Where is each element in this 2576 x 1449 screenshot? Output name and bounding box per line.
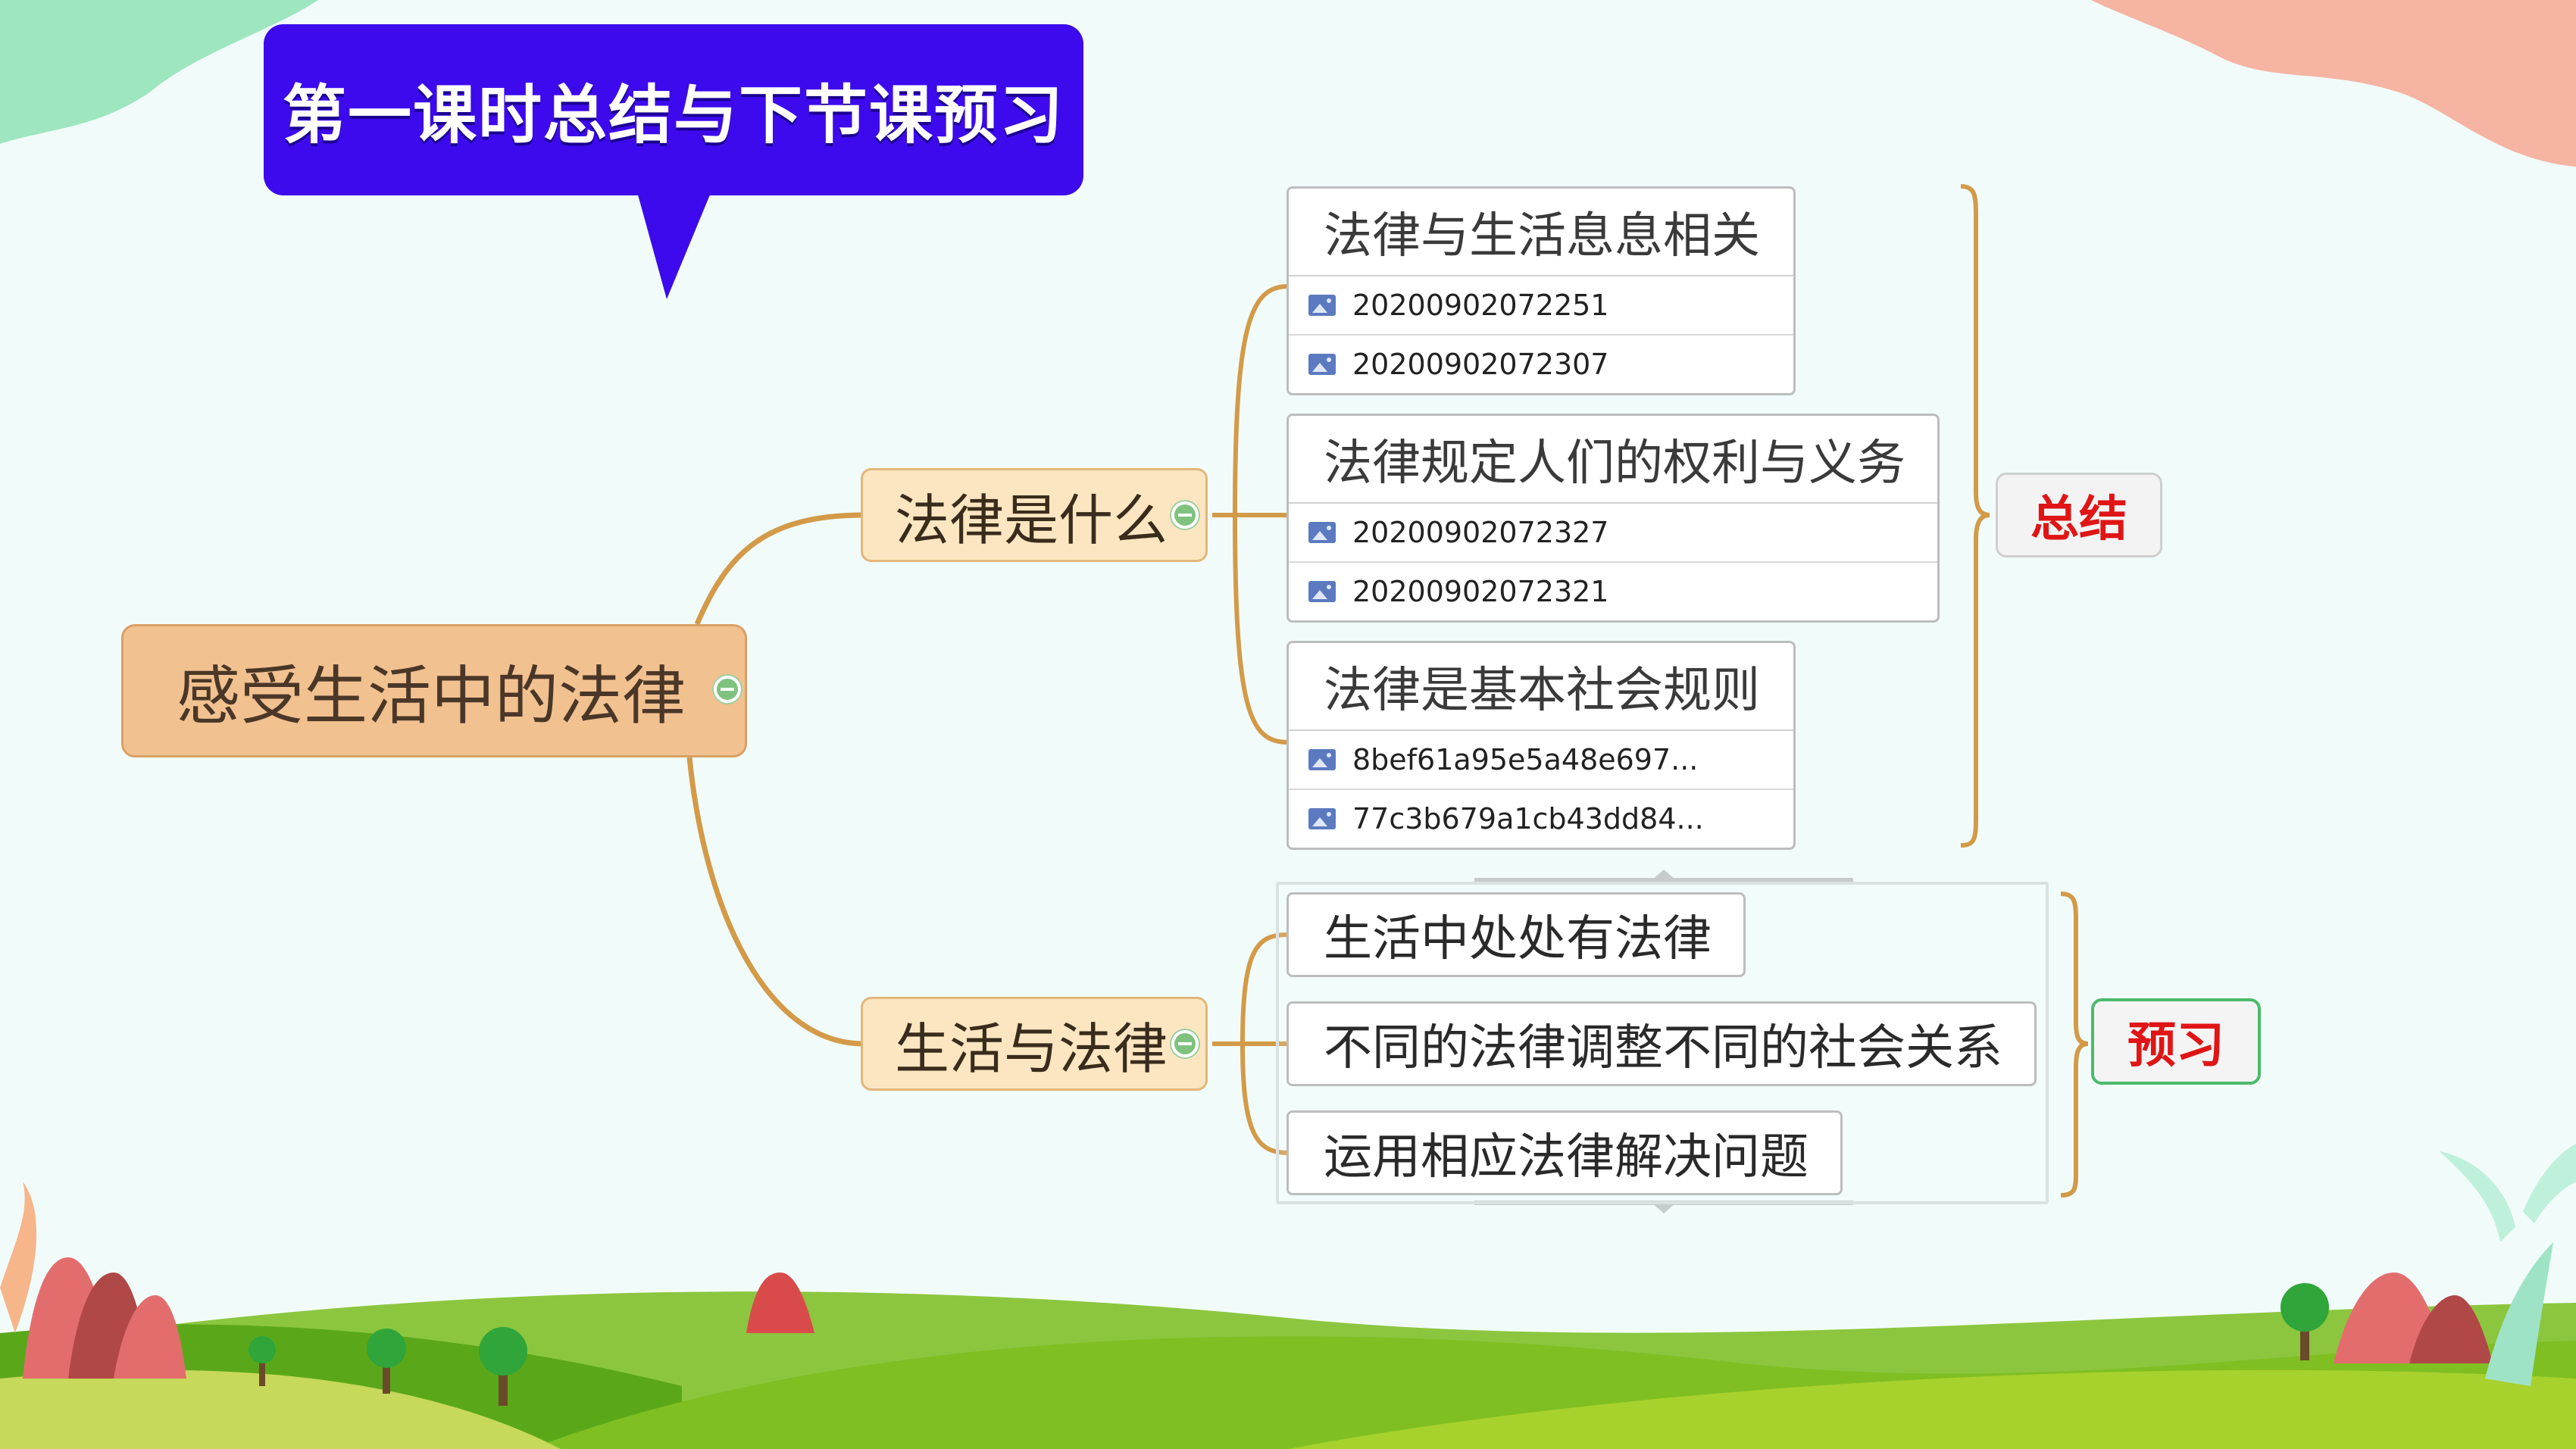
attachment-row[interactable]: 8bef61a95e5a48e697... — [1289, 731, 1793, 790]
image-attachment-icon — [1308, 295, 1336, 316]
connector-root-branch1 — [694, 512, 864, 626]
collapse-minus-icon[interactable] — [714, 676, 741, 703]
attachment-row[interactable]: 20200902072307 — [1289, 336, 1793, 393]
attachment-name: 20200902072251 — [1352, 289, 1609, 322]
topic-label: 法律规定人们的权利与义务 — [1289, 416, 1937, 504]
leaf-plant — [0, 1182, 37, 1333]
topic-label: 不同的法律调整不同的社会关系 — [1324, 1020, 2002, 1076]
topic-label: 生活中处处有法律 — [1324, 911, 1712, 967]
root-topic-label: 感受生活中的法律 — [177, 658, 686, 733]
image-attachment-icon — [1308, 522, 1336, 543]
topic-label: 运用相应法律解决问题 — [1324, 1129, 1809, 1185]
branch-topic-label: 生活与法律 — [895, 1016, 1168, 1081]
summary-label-text: 总结 — [2030, 492, 2127, 548]
image-attachment-icon — [1308, 808, 1336, 829]
collapse-minus-icon[interactable] — [1171, 1030, 1199, 1057]
topic-card[interactable]: 法律规定人们的权利与义务 20200902072327 202009020723… — [1286, 414, 1940, 623]
round-tree — [479, 1327, 527, 1406]
cone-tree — [114, 1295, 186, 1379]
leaf-plant — [2440, 1151, 2515, 1242]
attachment-name: 20200902072327 — [1352, 516, 1609, 549]
attachment-row[interactable]: 20200902072251 — [1289, 276, 1793, 336]
summary-brace-top — [1960, 184, 1990, 848]
cone-tree — [2409, 1295, 2493, 1363]
topic-card[interactable]: 法律是基本社会规则 8bef61a95e5a48e697... 77c3b679… — [1286, 641, 1796, 850]
summary-label[interactable]: 总结 — [1996, 473, 2162, 557]
topic-label: 法律是基本社会规则 — [1289, 643, 1793, 731]
summary-brace-bottom — [2060, 892, 2089, 1198]
frame-grip-bottom-arrow — [1652, 1203, 1676, 1213]
attachment-row[interactable]: 77c3b679a1cb43dd84... — [1289, 790, 1793, 848]
root-topic[interactable]: 感受生活中的法律 — [121, 624, 747, 757]
round-tree — [249, 1336, 276, 1386]
round-tree — [367, 1329, 406, 1394]
image-attachment-icon — [1308, 354, 1336, 375]
image-attachment-icon — [1308, 581, 1336, 602]
corner-blob-top-right — [2091, 0, 2576, 167]
collapse-minus-icon[interactable] — [1171, 501, 1199, 529]
hill-front-left — [0, 1369, 561, 1449]
attachment-row[interactable]: 20200902072321 — [1289, 563, 1937, 620]
topic-label: 法律与生活息息相关 — [1289, 189, 1793, 276]
branch-topic-life-and-law[interactable]: 生活与法律 — [861, 997, 1208, 1091]
preview-label[interactable]: 预习 — [2091, 998, 2261, 1085]
title-bubble: 第一课时总结与下节课预习 — [264, 24, 1083, 195]
attachment-name: 20200902072321 — [1352, 575, 1609, 608]
topic-card[interactable]: 不同的法律调整不同的社会关系 — [1286, 1001, 2037, 1086]
topic-card[interactable]: 生活中处处有法律 — [1286, 892, 1746, 977]
corner-blob-top-left — [0, 0, 318, 144]
connector-root-branch2 — [686, 757, 864, 1047]
leaf-plant — [2485, 1242, 2553, 1386]
branch-topic-label: 法律是什么 — [895, 488, 1168, 552]
slide-title: 第一课时总结与下节课预习 — [282, 77, 1064, 152]
image-attachment-icon — [1308, 749, 1336, 770]
title-bubble-tail — [636, 189, 712, 299]
topic-card[interactable]: 法律与生活息息相关 20200902072251 20200902072307 — [1286, 186, 1796, 395]
connector-branch1-topic1 — [1212, 284, 1289, 517]
hill-front-right — [1288, 1369, 2576, 1449]
connector-branch1-topic3 — [1233, 514, 1289, 745]
attachment-name: 8bef61a95e5a48e697... — [1352, 743, 1699, 776]
leaf-plant — [2523, 1144, 2576, 1223]
attachment-row[interactable]: 20200902072327 — [1289, 504, 1937, 563]
round-tree — [2281, 1283, 2329, 1360]
preview-label-text: 预习 — [2127, 1018, 2224, 1074]
attachment-name: 77c3b679a1cb43dd84... — [1352, 802, 1704, 835]
frame-grip-top-arrow — [1652, 870, 1676, 880]
topic-card[interactable]: 运用相应法律解决问题 — [1286, 1110, 1843, 1195]
branch-topic-what-is-law[interactable]: 法律是什么 — [861, 468, 1208, 562]
attachment-name: 20200902072307 — [1352, 348, 1609, 381]
cone-tree — [746, 1273, 814, 1333]
